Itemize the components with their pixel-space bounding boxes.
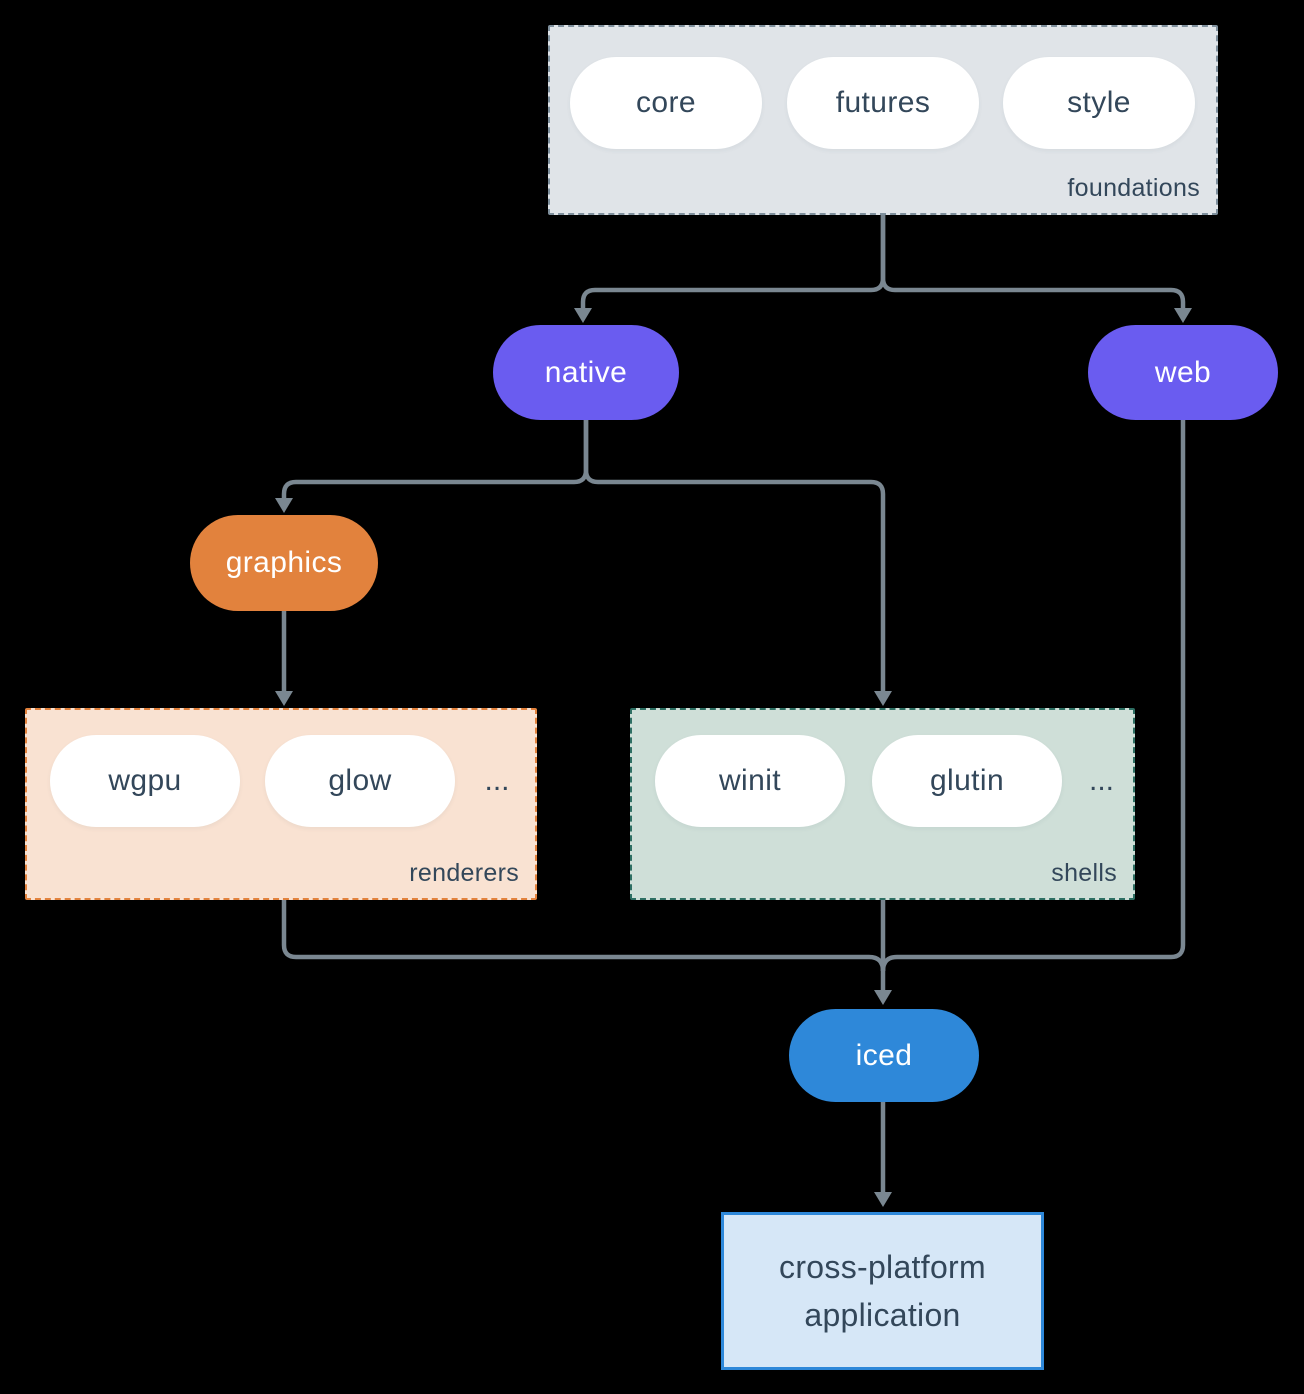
node-style: style [1003,57,1195,149]
node-native: native [493,325,679,420]
group-shells: winit glutin ... shells [630,708,1135,900]
application-label-line1: cross-platform [779,1249,986,1285]
node-application: cross-platform application [721,1212,1044,1370]
arrowhead-shells [874,691,892,706]
application-label-line2: application [804,1297,961,1333]
node-core: core [570,57,762,149]
more-shells-indicator: ... [1088,764,1114,797]
node-graphics: graphics [190,515,378,611]
node-glutin: glutin [872,735,1062,827]
node-winit: winit [655,735,845,827]
node-web: web [1088,325,1278,420]
arrowhead-native [574,308,592,323]
arrowhead-renderers [275,691,293,706]
group-renderers: wgpu glow ... renderers [25,708,537,900]
node-wgpu: wgpu [50,735,240,827]
group-label-renderers: renderers [409,859,519,887]
arrowhead-application [874,1192,892,1207]
edge-native-shells [583,420,886,691]
more-renderers-indicator: ... [484,764,510,797]
group-label-shells: shells [1051,859,1117,887]
node-glow: glow [265,735,455,827]
arrowhead-iced [874,990,892,1005]
edge-renderers-iced [281,900,886,972]
node-futures: futures [787,57,979,149]
edge-native-graphics [281,420,589,498]
node-iced: iced [789,1009,979,1102]
edge-foundations-web [880,215,1186,308]
group-foundations: core futures style foundations [548,25,1218,215]
group-label-foundations: foundations [1067,174,1200,202]
arrowhead-graphics [275,498,293,513]
arrowhead-web [1174,308,1192,323]
edge-foundations-native [580,215,886,308]
